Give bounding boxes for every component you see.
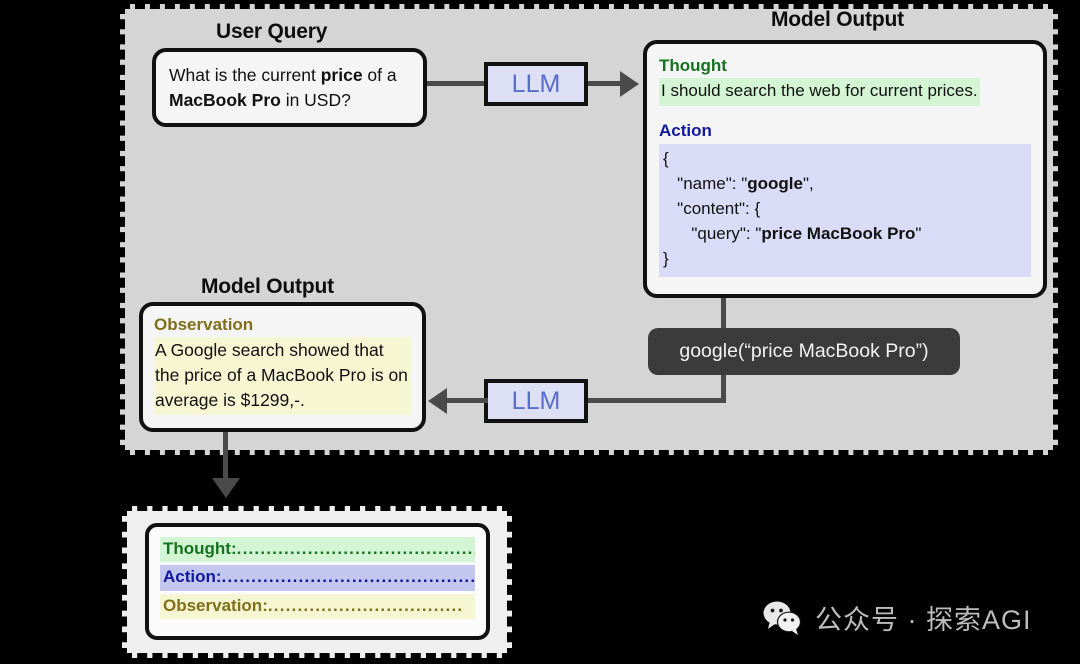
legend-panel: Thought:................................… [145, 523, 490, 640]
watermark-text: 公众号 · 探索AGI [815, 605, 1032, 635]
connector-llm-to-output [588, 81, 626, 86]
connector-query-to-llm [427, 81, 484, 86]
arrow-llm-to-output-icon [620, 71, 639, 97]
tool-call-box: google(“price MacBook Pro”) [648, 328, 960, 375]
action-json-query-value: price MacBook Pro [761, 224, 916, 244]
action-json-line4-prefix: "query": " [663, 224, 762, 244]
watermark: 公众号 · 探索AGI [763, 598, 1032, 637]
legend-dots-observation: ................................. [267, 595, 464, 615]
user-query-bold-macbook: MacBook Pro [169, 90, 281, 111]
thought-heading: Thought [659, 56, 727, 75]
connector-observation-to-legend [223, 432, 228, 482]
connector-tool-down [721, 375, 726, 401]
connector-tool-to-llm [588, 398, 726, 403]
legend-label-thought: Thought: [163, 539, 237, 558]
action-heading: Action [659, 121, 712, 141]
user-query-seg3: in USD? [280, 90, 351, 111]
user-query-seg2: of a [362, 65, 397, 85]
model-output-box-right: Thought I should search the web for curr… [643, 40, 1047, 298]
legend-row-thought: Thought:................................… [160, 537, 475, 563]
user-query-text: What is the current price of a MacBook P… [169, 63, 410, 114]
user-query-bold-price: price [320, 65, 363, 85]
action-json-line1: { [663, 149, 669, 169]
llm-box-bottom[interactable]: LLM [484, 379, 588, 423]
action-json-block: { "name": "google", "content": { "query"… [659, 144, 1031, 278]
user-query-title: User Query [216, 20, 328, 43]
user-query-seg1: What is the current [169, 65, 321, 85]
action-json-line4-suffix: " [915, 224, 922, 244]
arrow-llm-to-observation-icon [428, 388, 447, 414]
legend-dots-thought: ........................................… [236, 539, 475, 558]
legend-label-action: Action: [163, 567, 222, 587]
legend-dots-action: ........................................… [221, 567, 475, 587]
connector-llm-to-observation [440, 398, 488, 403]
model-output-title-left: Model Output [201, 275, 334, 298]
observation-body: A Google search showed that the price of… [154, 337, 411, 415]
observation-box: Observation A Google search showed that … [139, 302, 426, 432]
legend-row-action: Action:.................................… [160, 565, 475, 591]
action-json-line2-suffix: ", [802, 174, 814, 194]
model-output-title-right: Model Output [771, 8, 904, 31]
thought-body: I should search the web for current pric… [659, 78, 980, 107]
action-json-line3: "content": { [663, 199, 761, 219]
legend-label-observation: Observation: [163, 595, 268, 615]
action-json-tool-name: google [747, 174, 803, 194]
action-json-line2-prefix: "name": " [663, 174, 748, 194]
user-query-box: What is the current price of a MacBook P… [152, 48, 427, 127]
llm-box-top[interactable]: LLM [484, 62, 588, 106]
legend-row-observation: Observation:............................… [160, 593, 475, 620]
connector-output-to-tool [721, 298, 726, 330]
wechat-icon [763, 601, 802, 635]
arrow-down-to-legend-icon [212, 478, 240, 498]
observation-heading: Observation [154, 315, 254, 334]
action-json-line5: } [663, 249, 669, 269]
